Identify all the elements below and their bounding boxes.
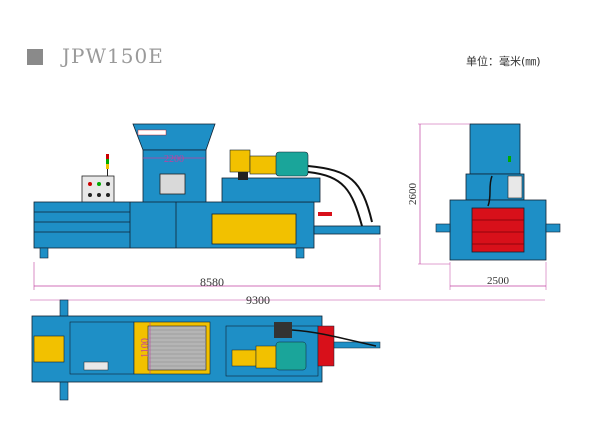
hydraulic-valve [229, 149, 251, 173]
side-rail-right [545, 223, 561, 233]
top-valve-block [274, 322, 292, 338]
control-button-green [97, 182, 101, 186]
cylinder-rod [313, 225, 381, 235]
brand-logo-plate [137, 129, 167, 136]
hydraulic-tank [221, 177, 321, 203]
control-button-black [106, 182, 110, 186]
top-motor [275, 341, 307, 371]
signal-light-yellow [106, 164, 109, 169]
control-button-black-2 [88, 193, 92, 197]
top-chamber-grating [148, 329, 206, 367]
top-coupling [255, 345, 277, 369]
side-view: 2600 2500 [407, 123, 561, 290]
top-bale-end [33, 335, 65, 363]
top-chamber-grid [147, 325, 207, 371]
control-button-red [88, 182, 92, 186]
side-ram [471, 207, 525, 253]
hmi-screen [159, 173, 186, 195]
rod-end-red [318, 212, 332, 216]
side-rail-left [435, 223, 451, 233]
side-hopper [469, 123, 521, 175]
hopper-neck [142, 149, 207, 206]
front-foot-2 [295, 247, 305, 259]
signal-light-red [106, 154, 109, 159]
top-cabinet [83, 361, 109, 371]
side-hose [487, 175, 493, 207]
pump-housing [249, 155, 281, 175]
top-hose [291, 329, 377, 347]
top-pump [231, 349, 257, 367]
pump-coupling [238, 170, 248, 180]
width-label: 2500 [487, 275, 510, 287]
control-cabinet [81, 175, 115, 205]
control-button-black-4 [106, 193, 110, 197]
title-square-marker [27, 49, 43, 65]
side-cabinet [507, 175, 523, 199]
hydraulic-hose-1 [307, 165, 373, 223]
hydraulic-hose-2 [307, 171, 363, 227]
height-label: 2600 [407, 183, 419, 206]
chamber-width-label: 1100 [140, 338, 151, 358]
model-title: JPW150E [62, 44, 164, 68]
top-view: 1100 [31, 299, 381, 401]
total-length-label: 8580 [200, 275, 224, 289]
unit-label: 单位：毫米(㎜) [466, 55, 541, 68]
feed-width-label: 2200 [164, 154, 184, 165]
main-cylinder [211, 213, 297, 245]
feed-hopper [132, 123, 216, 151]
side-signal-light [508, 156, 511, 162]
front-foot-1 [39, 247, 49, 259]
overall-length-label: 9300 [246, 293, 270, 307]
front-view: 2200 [30, 123, 545, 307]
electric-motor [275, 151, 309, 177]
control-button-black-3 [97, 193, 101, 197]
signal-light-green [106, 159, 109, 164]
top-ram-red [317, 325, 335, 367]
